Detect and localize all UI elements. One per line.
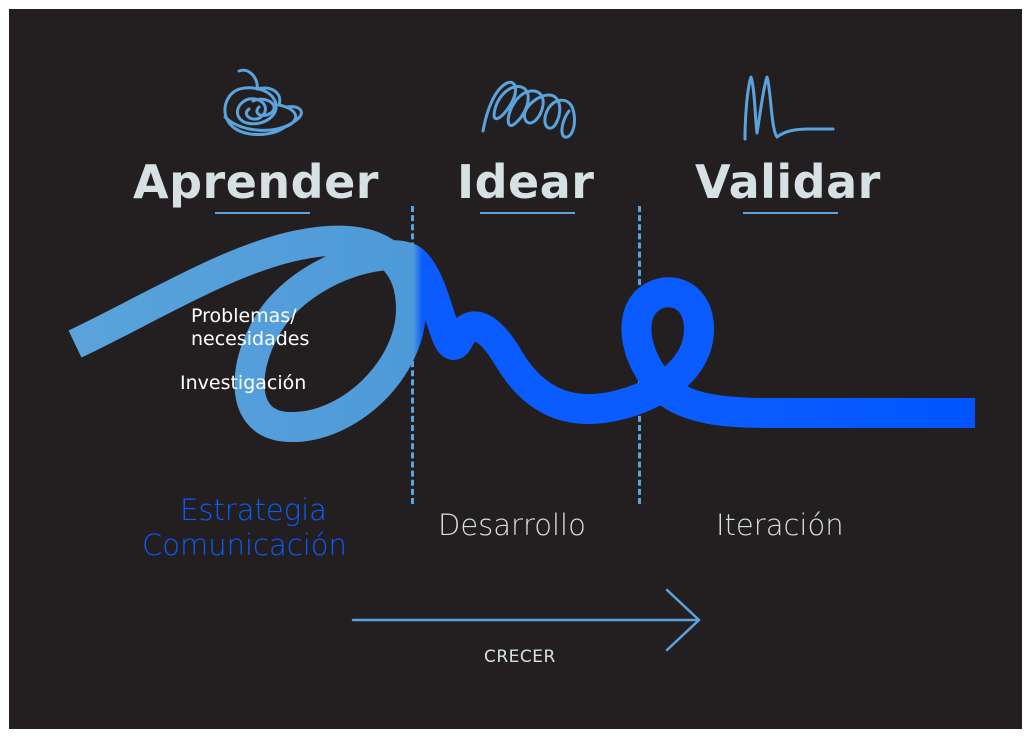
- title-underline: [215, 212, 310, 214]
- process-ribbon-path: [68, 225, 975, 442]
- arrow-label-crecer: CRECER: [484, 647, 556, 667]
- phase-label-communication: Comunicación: [142, 528, 347, 562]
- process-ribbon: [68, 225, 975, 442]
- stage-title-idear: Idear: [457, 155, 595, 209]
- signal-spike-icon: [743, 75, 835, 141]
- stage-title-validar: Validar: [695, 155, 881, 209]
- phase-label-development: Desarrollo: [438, 508, 586, 542]
- phase-label-strategy: Estrategia: [180, 493, 327, 527]
- note-problems: Problemas/ necesidades: [191, 305, 310, 350]
- arrow-head: [665, 588, 701, 652]
- title-underline: [743, 212, 838, 214]
- grow-arrow: [351, 588, 701, 652]
- title-underline: [480, 212, 575, 214]
- loop-scribble-icon: [481, 80, 576, 139]
- note-research: Investigación: [180, 372, 307, 394]
- phase-label-iteration: Iteración: [716, 508, 844, 542]
- stage-title-aprender: Aprender: [133, 155, 379, 209]
- tangled-scribble-icon: [223, 68, 303, 136]
- diagram-canvas: Aprender Idear Validar Problemas/ necesi…: [9, 9, 1022, 729]
- icons-layer: [223, 68, 835, 141]
